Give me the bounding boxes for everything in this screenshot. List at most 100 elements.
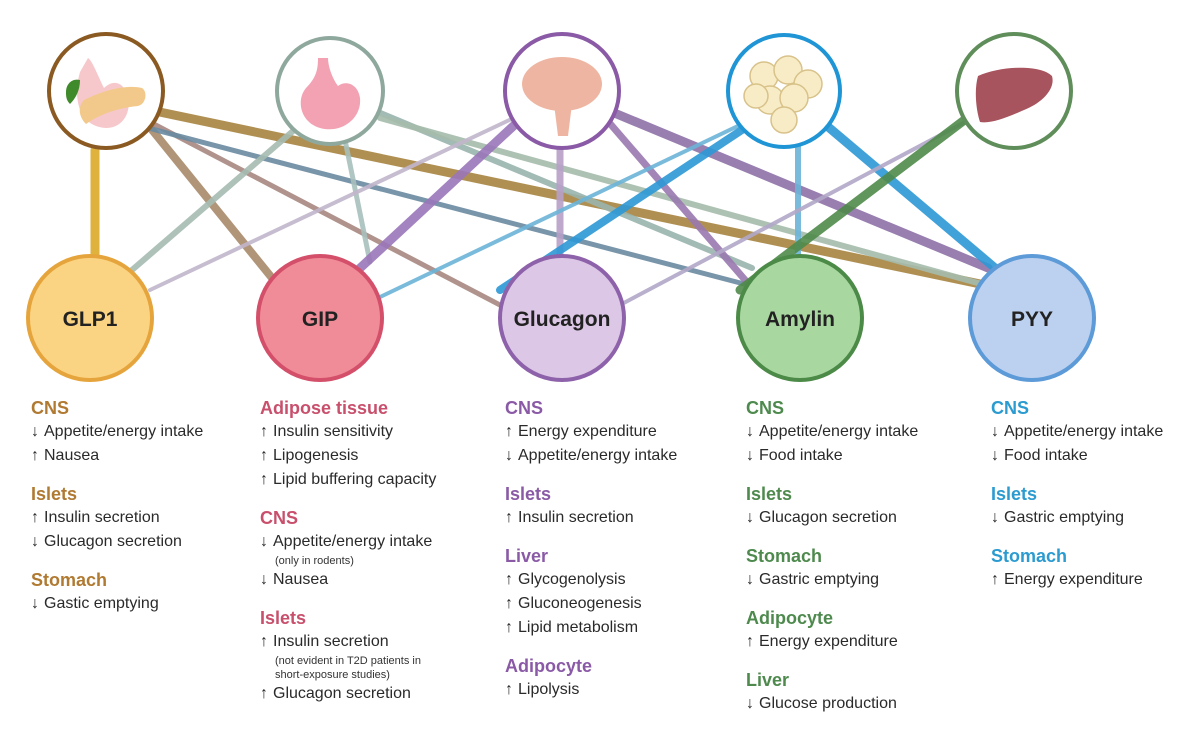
effect-item: ↓Gastric emptying — [991, 506, 1200, 530]
effect-section: Adipocyte ↑ Lipolysis — [505, 654, 725, 702]
effect-text: Appetite/energy intake — [759, 423, 919, 440]
hormone-circle — [498, 254, 626, 382]
effect-section: Liver↑Glycogenolysis↑Gluconeogenesis↑Lip… — [505, 544, 725, 640]
arrow-down-icon: ↓ — [505, 447, 513, 464]
section-title: Adipocyte — [505, 656, 593, 676]
hormone-circle — [968, 254, 1096, 382]
connection-line — [136, 111, 276, 282]
hormone-circle — [256, 254, 384, 382]
effect-item: ↓ Glucagon secretion — [31, 530, 251, 554]
effect-section: Islets↑Insulin secretion↓Glucagon secret… — [31, 482, 251, 554]
arrow-up-icon: ↑ — [260, 633, 268, 650]
section-title: CNS — [260, 508, 299, 528]
effect-text: Energy expenditure — [518, 423, 657, 440]
hormone-pyy: PYY — [968, 254, 1096, 382]
effect-section: Islets ↓ Glucagon secretion — [746, 482, 966, 530]
arrow-down-icon: ↓ — [746, 509, 754, 526]
connection-line — [342, 137, 373, 265]
arrow-down-icon: ↓ — [991, 423, 999, 440]
hormone-label: GLP1 — [63, 308, 118, 331]
arrow-up-icon: ↑ — [505, 681, 513, 698]
effect-text: Glycogenolysis — [518, 571, 626, 588]
section-title: Islets — [746, 484, 793, 504]
effect-text: Gastric emptying — [1004, 509, 1125, 526]
effect-section: Islets↑Insulin secretion(not evident in … — [260, 606, 480, 706]
section-title: Islets — [505, 484, 552, 504]
brain-icon — [522, 57, 602, 136]
arrow-down-icon: ↓ — [31, 533, 39, 550]
effect-text: Glucagon secretion — [759, 509, 897, 526]
adipocyte-icon — [743, 55, 823, 134]
effect-item: ↑Lipogenesis — [260, 444, 480, 468]
arrow-up-icon: ↑ — [505, 509, 513, 526]
effect-text: Nausea — [44, 447, 100, 464]
arrow-up-icon: ↑ — [260, 447, 268, 464]
effect-item: ↓Glucose production — [746, 692, 966, 716]
section-title: Adipocyte — [746, 608, 834, 628]
effect-section: Stomach↑Energy expenditure — [991, 544, 1200, 592]
hormone-glucagon: Glucagon — [498, 254, 626, 382]
effect-item: ↓Gastic emptying — [31, 592, 251, 616]
arrow-down-icon: ↓ — [746, 695, 754, 712]
arrow-up-icon: ↑ — [31, 509, 39, 526]
effect-item: ↑ Insulin secretion — [505, 506, 725, 530]
effect-text: Insulin secretion — [518, 509, 634, 526]
arrow-down-icon: ↓ — [31, 595, 39, 612]
connection-line — [353, 113, 527, 275]
effect-item: ↑ Nausea — [31, 444, 251, 468]
arrow-up-icon: ↑ — [260, 471, 268, 488]
section-title: Stomach — [31, 570, 108, 590]
effect-section: CNS↓Appetite/energy intake↑Nausea — [31, 396, 251, 468]
section-title: CNS — [31, 398, 70, 418]
effect-text: Insulin secretion — [273, 633, 389, 650]
effect-item: ↓ Appetite/energy intake — [260, 530, 480, 554]
section-title: CNS — [746, 398, 785, 418]
effect-text: Energy expenditure — [759, 633, 898, 650]
arrow-up-icon: ↑ — [31, 447, 39, 464]
effect-text: Nausea — [273, 571, 329, 588]
effect-item: ↑Insulin secretion — [31, 506, 251, 530]
effect-text: Lipolysis — [518, 681, 580, 698]
effects-column-glucagon: CNS↑Energy expenditure↓Appetite/energy i… — [505, 396, 725, 716]
stomach-icon — [300, 58, 361, 130]
effects-column-gip: Adipose tissue↑Insulin sensitivity↑Lipog… — [260, 396, 480, 720]
hormone-glp1: GLP1 — [26, 254, 154, 382]
hormone-circle — [26, 254, 154, 382]
effect-section: CNS↓Appetite/energy intake↓Food intake — [991, 396, 1200, 468]
effect-text: Lipid buffering capacity — [273, 471, 437, 488]
effect-item: ↑Gluconeogenesis — [505, 592, 725, 616]
hormone-gip: GIP — [256, 254, 384, 382]
hormone-amylin: Amylin — [736, 254, 864, 382]
effect-text: Glucagon secretion — [273, 685, 411, 702]
section-title: Stomach — [991, 546, 1068, 566]
effect-text: Food intake — [1004, 447, 1088, 464]
organ-stomach — [275, 36, 385, 146]
effect-section: CNS↓Appetite/energy intake(only in roden… — [260, 506, 480, 592]
effect-note: short-exposure studies) — [275, 669, 390, 681]
section-title: Liver — [746, 670, 790, 690]
section-title: Liver — [505, 546, 549, 566]
effect-item: ↑Lipid metabolism — [505, 616, 725, 640]
arrow-up-icon: ↑ — [505, 423, 513, 440]
effect-section: Liver↓Glucose production — [746, 668, 966, 716]
effect-section: Islets ↑ Insulin secretion — [505, 482, 725, 530]
connection-line — [377, 115, 988, 288]
liver-icon — [975, 67, 1053, 123]
section-title: Islets — [991, 484, 1038, 504]
arrow-down-icon: ↓ — [260, 533, 268, 550]
section-title: CNS — [505, 398, 544, 418]
effect-note: (not evident in T2D patients in — [275, 655, 421, 667]
hormone-label: Glucagon — [514, 308, 611, 331]
effect-item: ↑ Lipid buffering capacity — [260, 468, 480, 492]
hormone-label: Amylin — [765, 308, 835, 331]
effect-item: ↓Food intake — [991, 444, 1200, 468]
effect-item: ↑ Insulin secretion — [260, 630, 480, 654]
effect-text: Glucagon secretion — [44, 533, 182, 550]
effect-text: Appetite/energy intake — [273, 533, 433, 550]
pancreas-stomach-icon — [66, 58, 146, 128]
effect-item: ↑Glycogenolysis — [505, 568, 725, 592]
